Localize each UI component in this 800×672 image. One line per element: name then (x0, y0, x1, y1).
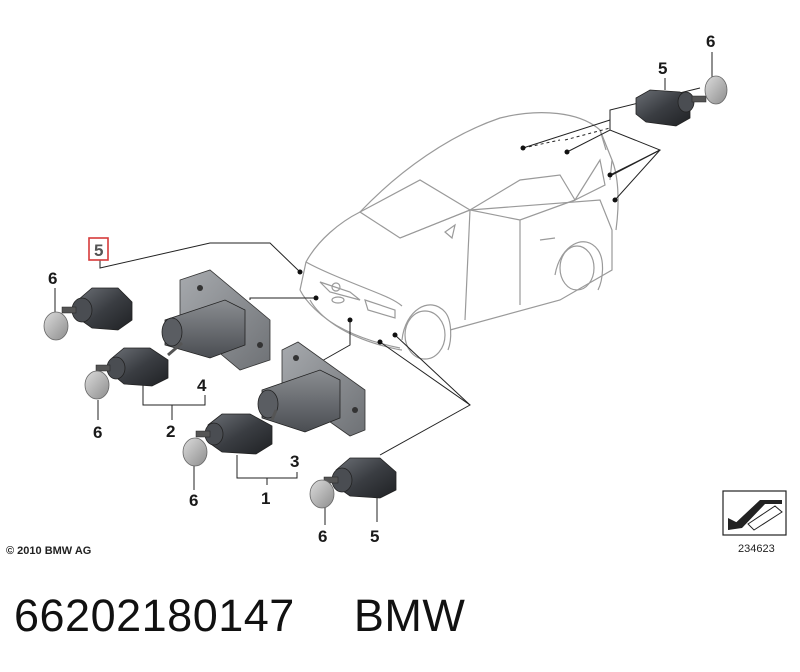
part-number-footer: 66202180147 BMW (14, 590, 465, 642)
pdc-sensor-front-right (323, 457, 397, 499)
callout-5-highlighted: 5 (94, 241, 103, 260)
copyright-text: © 2010 BMW AG (6, 545, 91, 557)
reference-number: 234623 (738, 543, 775, 555)
callout-6-rear: 6 (706, 32, 715, 51)
callout-4: 4 (197, 376, 207, 395)
vehicle-outline (299, 112, 619, 360)
pdc-sensor-1 (195, 409, 278, 455)
sensor-cap-rear (704, 75, 728, 105)
pdc-sensor-rear (635, 89, 707, 127)
callout-3: 3 (290, 452, 299, 471)
sensor-holder-4 (161, 269, 271, 371)
callout-6-left-mid: 6 (93, 423, 102, 442)
sensor-cap-2 (84, 370, 110, 400)
callout-5-rear: 5 (658, 59, 667, 78)
brand-name: BMW (353, 590, 466, 641)
callout-6-bottom-left: 6 (189, 491, 198, 510)
connection-dots (297, 145, 618, 345)
leader-lines (54, 52, 713, 525)
callout-2: 2 (166, 422, 175, 441)
callout-6-left-upper: 6 (48, 269, 57, 288)
highlight-box (88, 237, 109, 261)
sensor-cap-front-right (309, 479, 335, 509)
pdc-sensor-2 (95, 341, 183, 387)
callout-1: 1 (261, 489, 270, 508)
part-number: 66202180147 (14, 590, 295, 641)
callout-5-bottom: 5 (370, 527, 379, 546)
pdc-sensor-front-left (61, 287, 133, 331)
callout-6-bottom: 6 (318, 527, 327, 546)
sensor-holder-3 (257, 341, 366, 437)
sensor-cap-front-left (43, 311, 69, 341)
sensor-cap-1 (182, 437, 208, 467)
reference-arrow-icon (722, 490, 787, 536)
